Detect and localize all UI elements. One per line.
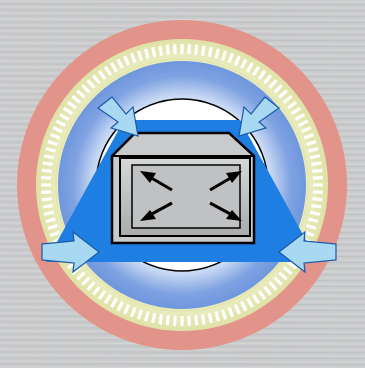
ring-dot — [173, 44, 177, 54]
ring-dot — [41, 190, 51, 194]
ring-dot — [187, 44, 191, 54]
ring-dot — [313, 183, 323, 186]
ring-dot — [313, 190, 323, 194]
ring-dot — [41, 176, 51, 180]
ring-dot — [41, 183, 51, 186]
ring-dot — [173, 316, 177, 326]
ring-dot — [180, 316, 183, 326]
ring-dot — [180, 44, 183, 54]
ring-dot — [313, 176, 323, 180]
ring-dot — [187, 316, 191, 326]
